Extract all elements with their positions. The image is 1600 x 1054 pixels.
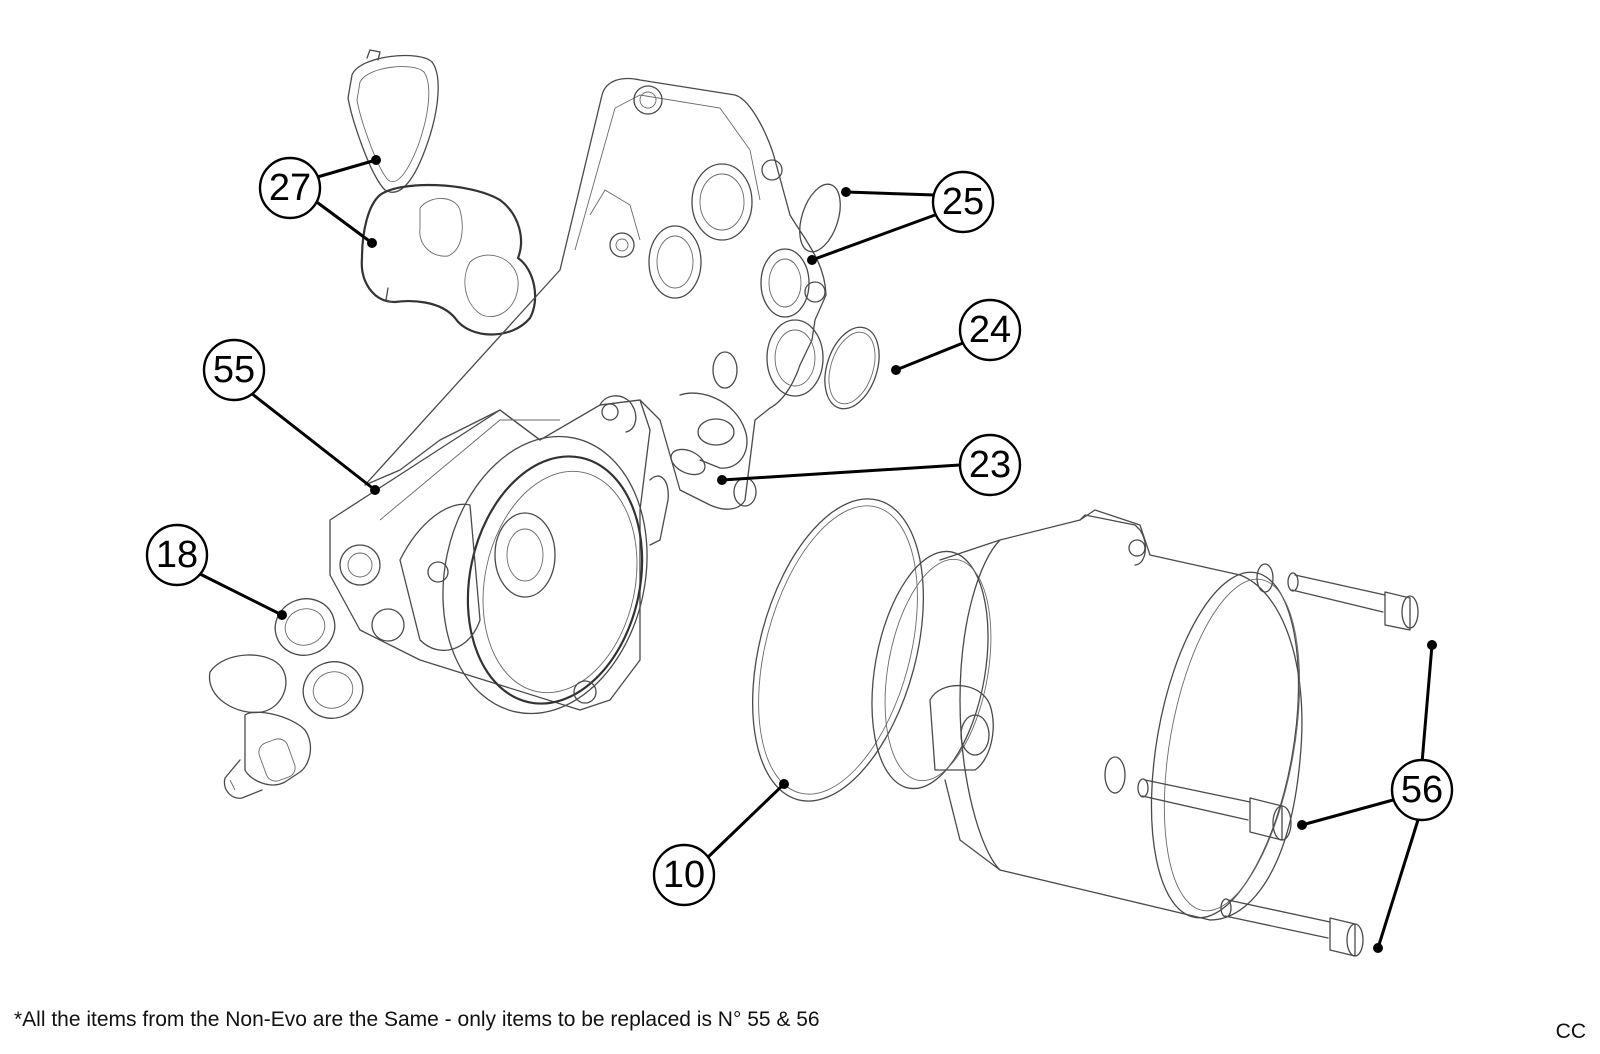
callout-24: 24 — [958, 298, 1022, 362]
leader-lines — [195, 155, 1437, 953]
corner-mark: CC — [1555, 1020, 1586, 1043]
gasket-upper-27 — [347, 49, 439, 193]
callout-10: 10 — [652, 843, 716, 907]
washers-18 — [274, 598, 364, 719]
pump-body — [871, 509, 1303, 921]
callout-18: 18 — [145, 523, 209, 587]
callout-55: 55 — [202, 338, 266, 402]
footnote: *All the items from the Non-Evo are the … — [14, 1008, 820, 1031]
gasket-10 — [751, 498, 925, 802]
temperature-sensor — [208, 654, 312, 799]
callout-56-label: 56 — [1401, 769, 1443, 811]
bolt-56-top — [1287, 572, 1419, 631]
housing-55 — [329, 77, 827, 715]
callout-56: 56 — [1390, 758, 1454, 822]
callout-25: 25 — [931, 170, 995, 234]
o-ring-23 — [670, 448, 706, 476]
gasket-lower-27 — [360, 183, 537, 336]
o-ring-25-a — [799, 183, 841, 253]
callout-24-label: 24 — [969, 309, 1011, 351]
o-ring-24 — [824, 326, 880, 410]
callout-27: 27 — [258, 156, 322, 220]
callout-18-label: 18 — [156, 534, 198, 576]
callout-23-label: 23 — [969, 444, 1011, 486]
callout-55-label: 55 — [213, 349, 255, 391]
callout-23: 23 — [958, 433, 1022, 497]
bolt-56-bottom — [1220, 898, 1364, 957]
callout-27-label: 27 — [269, 167, 311, 209]
callout-25-label: 25 — [942, 181, 984, 223]
callout-10-label: 10 — [663, 854, 705, 896]
bolt-56-middle — [1137, 778, 1292, 841]
